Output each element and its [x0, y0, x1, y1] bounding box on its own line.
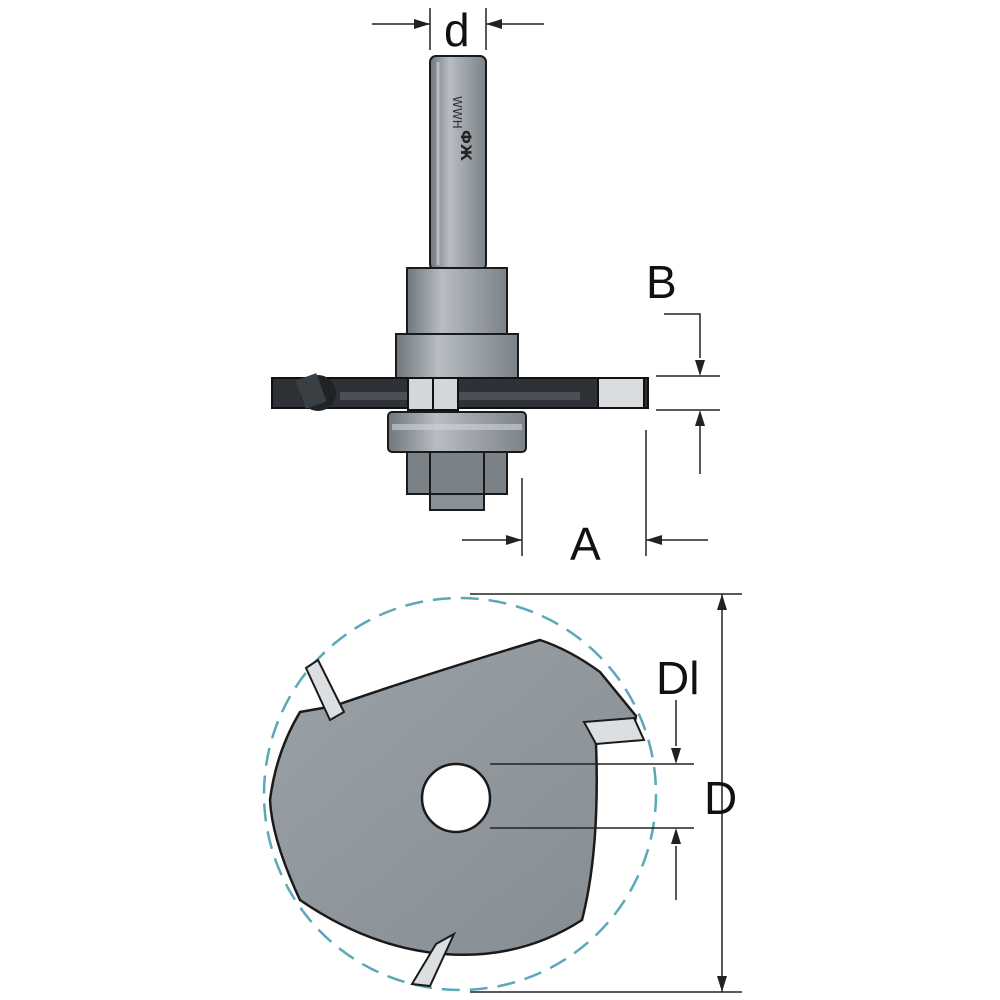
- top-view: D Dl: [262, 593, 742, 993]
- dimension-d-label: d: [444, 4, 470, 56]
- cutting-circle: [262, 596, 658, 992]
- bearing: [387, 411, 527, 453]
- bit-body: [395, 267, 519, 379]
- dimension-a-label: A: [570, 518, 601, 570]
- left-carbide-tip: [295, 373, 336, 411]
- dimension-a: [462, 430, 708, 556]
- brand-marking: WWH ФЖ: [450, 96, 473, 161]
- dimension-bore-dl-label: Dl: [656, 652, 699, 704]
- carbide-tip-bottom: [410, 931, 457, 988]
- dimension-b-label: B: [646, 256, 677, 308]
- dimension-outer-d-label: D: [704, 772, 737, 824]
- brand-text: WWH: [450, 96, 464, 129]
- shank: [429, 55, 487, 271]
- side-view: WWH ФЖ: [271, 4, 720, 570]
- dimension-d: [372, 8, 544, 50]
- brand-logo-icon: ФЖ: [457, 130, 473, 161]
- carbide-tip-top-left: [304, 658, 346, 722]
- dimension-bore-dl: [490, 700, 694, 900]
- slot-blade: [271, 373, 649, 411]
- right-carbide-tip: [597, 377, 645, 409]
- nut: [406, 451, 508, 511]
- dimension-outer-d: [470, 593, 742, 993]
- center-bore: [420, 762, 492, 834]
- dimension-b: [656, 313, 720, 474]
- carbide-tip-right: [582, 716, 646, 746]
